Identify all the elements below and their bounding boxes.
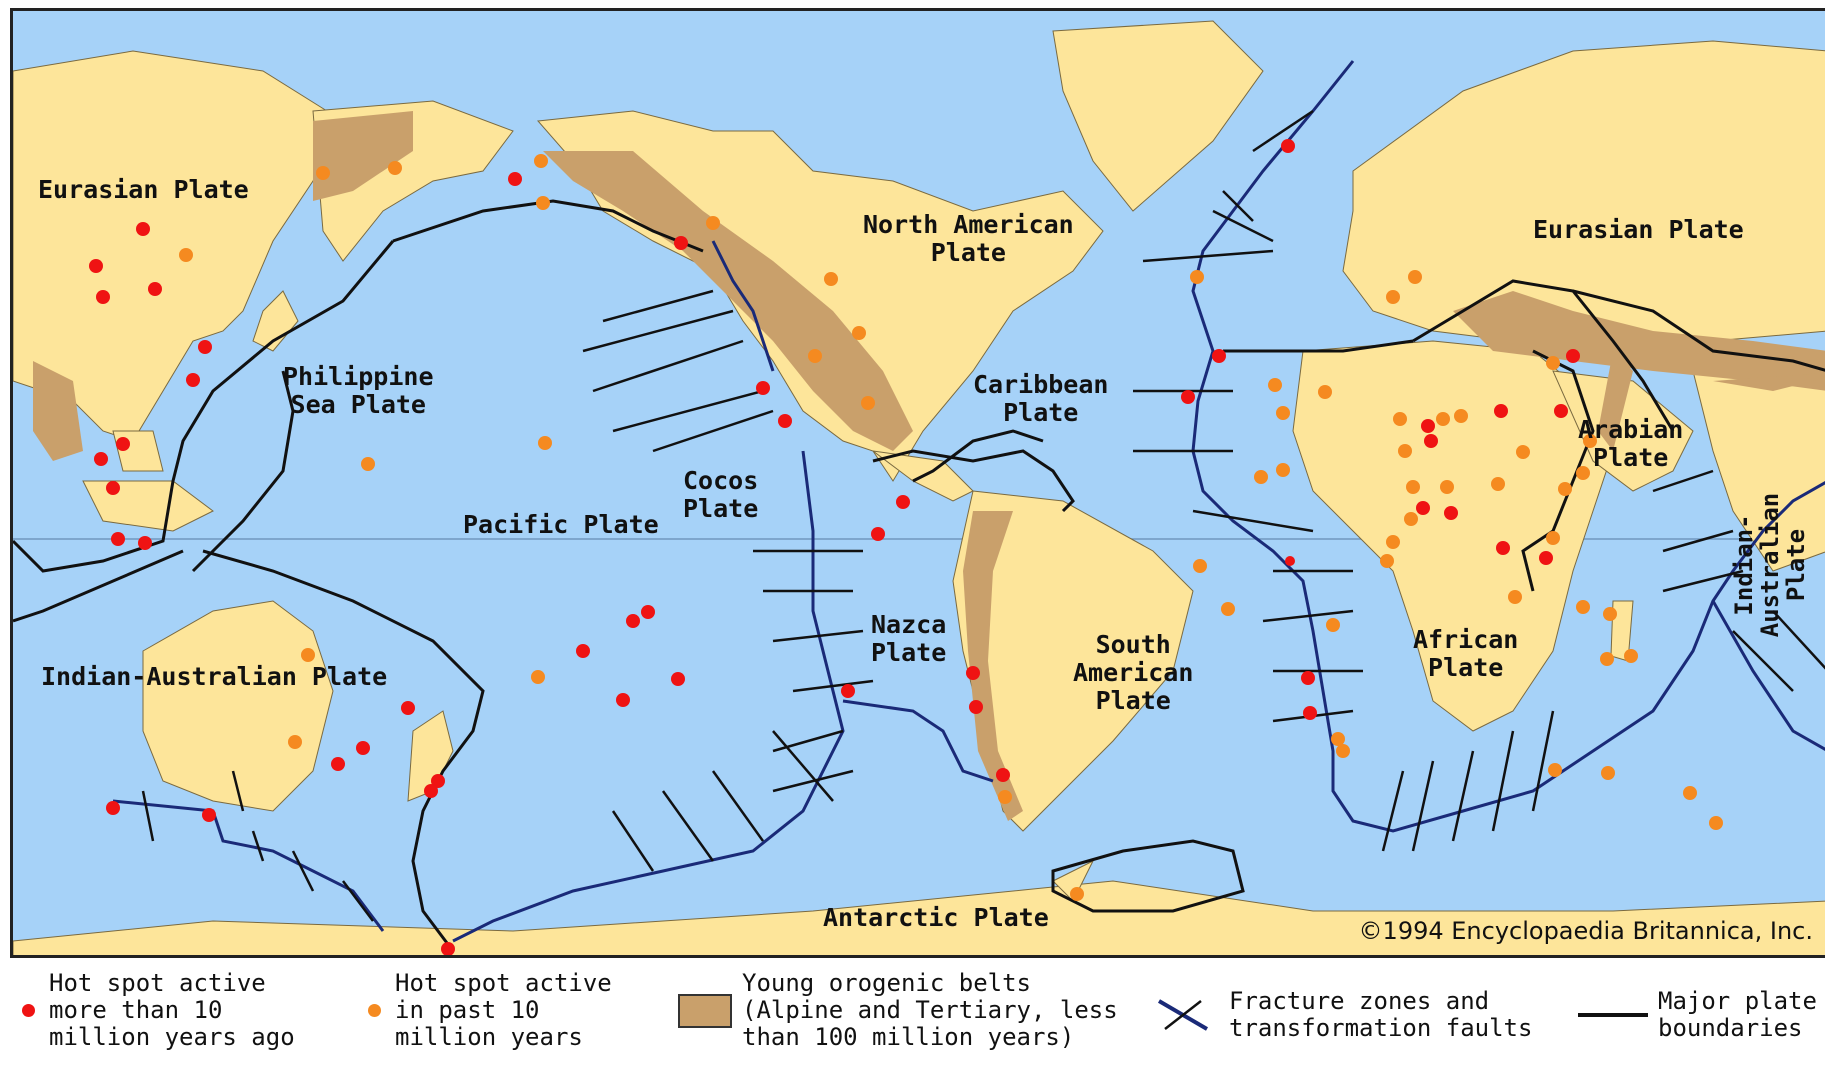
label-south-american-plate: South American Plate (1073, 630, 1194, 715)
world-map: Eurasian Plate North American Plate Eura… (10, 8, 1825, 958)
legend-orogenic-text: Young orogenic belts (Alpine and Tertiar… (742, 969, 1118, 1051)
label-antarctic-plate: Antarctic Plate (823, 903, 1049, 932)
label-north-american-plate: North American Plate (863, 210, 1074, 267)
boundary-line-icon (1578, 1013, 1648, 1017)
legend-recent-hotspot: Hot spot active in past 10 million years (368, 970, 612, 1051)
legend-orogenic: Young orogenic belts (Alpine and Tertiar… (678, 970, 1118, 1051)
legend-boundary-text: Major plate boundaries (1658, 987, 1817, 1042)
legend-old-hotspot-text: Hot spot active more than 10 million yea… (49, 969, 295, 1051)
land-indonesia (82, 480, 214, 532)
legend-fracture-text: Fracture zones and transformation faults (1229, 987, 1533, 1042)
label-philippine-sea-plate: Philippine Sea Plate (283, 362, 434, 419)
orogenic-swatch-icon (678, 993, 732, 1028)
land-arabia (1552, 370, 1694, 492)
label-arabian-plate: Arabian Plate (1578, 415, 1684, 472)
label-cocos-plate: Cocos Plate (683, 466, 759, 523)
fracture-zones (141, 109, 1825, 922)
land-borneo (112, 430, 164, 472)
label-nazca-plate: Nazca Plate (871, 610, 947, 667)
orogenic-belts (33, 111, 1825, 821)
label-eurasian-plate-east: Eurasian Plate (1533, 215, 1744, 244)
land-south-america (952, 490, 1194, 832)
fracture-icon (1157, 999, 1209, 1031)
label-eurasian-plate-west: Eurasian Plate (38, 175, 249, 204)
copyright-notice: ©1994 Encyclopaedia Britannica, Inc. (1358, 917, 1813, 945)
landmasses (13, 20, 1825, 955)
label-indian-australian-plate-east: Indian- Australian Plate (1730, 492, 1810, 638)
label-african-plate: African Plate (1413, 625, 1519, 682)
ridges (112, 60, 1825, 943)
orange-dot-icon (368, 1004, 381, 1017)
legend-fracture: Fracture zones and transformation faults (1155, 988, 1532, 1042)
legend-old-hotspot: Hot spot active more than 10 million yea… (22, 970, 295, 1051)
map-drawing (13, 20, 1825, 955)
red-dot-icon (22, 1004, 35, 1017)
map-legend: Hot spot active more than 10 million yea… (0, 958, 1825, 1070)
land-india (1692, 350, 1825, 572)
label-caribbean-plate: Caribbean Plate (973, 370, 1109, 427)
land-antarctica (13, 880, 1825, 955)
label-indian-australian-plate: Indian-Australian Plate (41, 662, 388, 691)
hotspots-old (89, 139, 1580, 955)
land-greenland (1052, 20, 1264, 212)
legend-boundary: Major plate boundaries (1578, 988, 1817, 1042)
land-australia (142, 600, 334, 812)
label-pacific-plate: Pacific Plate (463, 510, 659, 539)
legend-recent-hotspot-text: Hot spot active in past 10 million years (395, 969, 612, 1051)
hotspots-recent (179, 154, 1723, 901)
land-antarctic-peninsula (1052, 859, 1095, 902)
land-japan (252, 290, 299, 352)
plate-boundaries (13, 199, 1825, 952)
